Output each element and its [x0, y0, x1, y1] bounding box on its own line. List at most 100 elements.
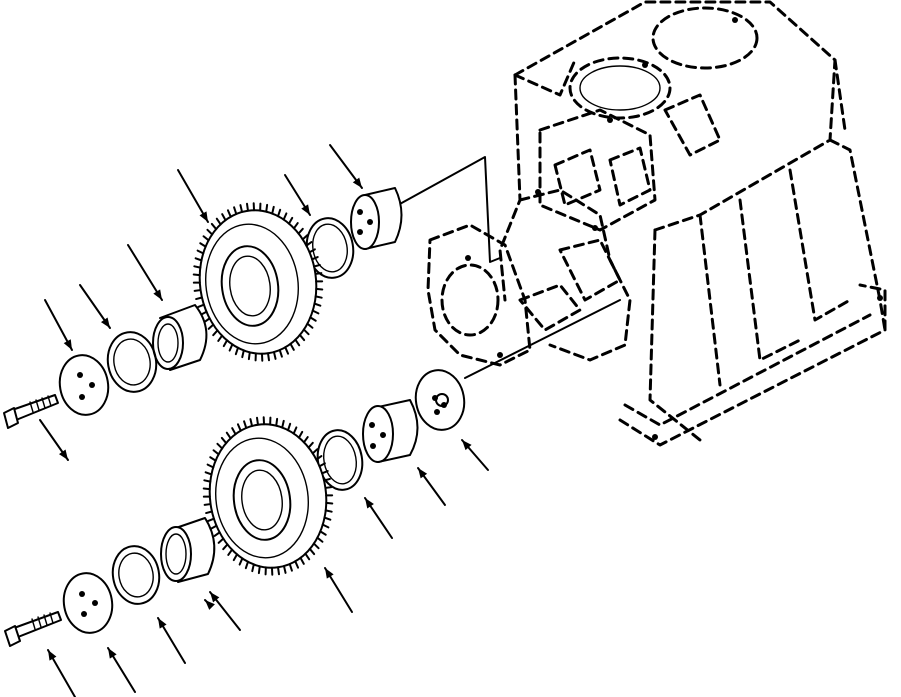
gear-tooth: [202, 487, 211, 491]
gear-tooth: [207, 517, 215, 522]
gear-tooth: [282, 212, 288, 221]
gear-tooth: [307, 441, 314, 449]
upper-bushing: [152, 304, 208, 371]
engine-block: [426, 0, 887, 447]
gear-tooth: [210, 524, 218, 530]
gear-tooth: [297, 227, 304, 235]
gear-tooth: [321, 523, 330, 529]
gear-tooth: [308, 248, 316, 254]
gear-tooth: [215, 217, 222, 226]
lower-idler-shaft: [362, 399, 419, 463]
gear-tooth: [287, 422, 292, 432]
upper-idler-shaft: [350, 187, 403, 250]
gear-tooth: [207, 323, 215, 330]
gear-tooth: [196, 249, 205, 255]
gear-tooth: [204, 471, 213, 476]
callout-arrowhead: [301, 204, 310, 215]
gear-tooth: [315, 455, 323, 461]
gear-tooth: [236, 423, 242, 432]
gear-tooth: [265, 203, 269, 213]
gear-tooth: [324, 486, 333, 489]
gear-tooth: [309, 316, 317, 322]
callout-arrowhead: [205, 600, 215, 610]
gear-tooth: [205, 510, 213, 515]
gear-tooth: [249, 418, 254, 427]
gear-tooth: [313, 302, 322, 307]
gear-tooth: [302, 436, 309, 444]
callout-arrowhead: [418, 468, 428, 479]
gear-tooth: [289, 342, 295, 351]
gear-tooth: [281, 419, 285, 429]
gear-tooth: [213, 531, 221, 537]
gear-tooth: [194, 257, 203, 262]
gear-tooth: [195, 296, 203, 301]
gear-tooth: [282, 565, 287, 574]
gear-tooth: [314, 295, 323, 299]
gear-tooth: [292, 426, 298, 435]
gear-tooth: [239, 204, 244, 213]
gear-tooth: [302, 328, 310, 336]
gear-tooth: [294, 338, 301, 347]
callout-arrowhead: [462, 440, 472, 451]
callout-arrowhead: [48, 650, 57, 661]
gear-tooth: [318, 462, 326, 468]
gear-tooth: [287, 216, 294, 225]
upper-thrust-washer: [106, 331, 158, 393]
gear-teeth-upper: [192, 202, 324, 362]
gear-tooth: [278, 349, 283, 358]
gear-tooth: [313, 263, 321, 268]
gear-tooth: [246, 202, 249, 212]
gear-tooth: [299, 556, 305, 565]
gear-tooth: [275, 417, 279, 427]
gear-tooth: [297, 430, 304, 439]
gear-tooth: [271, 205, 275, 215]
lower-idler-bolt: [4, 611, 62, 647]
gear-tooth: [251, 563, 255, 573]
lower-idler-gear: [202, 416, 334, 576]
callout-arrow-line: [127, 244, 163, 301]
gear-tooth: [206, 228, 214, 236]
gear-tooth: [272, 351, 277, 360]
callout-arrowhead: [365, 498, 374, 509]
gear-tooth: [193, 289, 202, 292]
gear-tooth: [206, 463, 215, 469]
gear-tooth: [210, 222, 218, 231]
gear-tooth: [325, 501, 334, 505]
lower-shaft-plate: [414, 369, 466, 431]
lower-bushing: [160, 517, 216, 583]
callout-arrowhead: [199, 211, 208, 222]
gear-tooth: [238, 557, 244, 566]
gear-tooth: [323, 477, 331, 482]
gear-teeth-lower: [202, 416, 334, 576]
lower-thrust-plate: [62, 572, 114, 634]
gear-tooth: [220, 436, 228, 445]
gear-tooth: [212, 329, 219, 337]
callout-arrowhead: [158, 618, 167, 629]
gear-tooth: [256, 416, 259, 426]
gear-tooth: [308, 547, 316, 556]
upper-shaft-leader: [397, 156, 501, 263]
gear-tooth: [244, 560, 249, 570]
gear-tooth: [321, 470, 329, 475]
gear-tooth: [221, 213, 227, 222]
lower-thrust-washer: [111, 545, 161, 605]
callout-arrowhead: [325, 568, 334, 579]
gear-tooth: [209, 456, 217, 462]
gear-tooth: [228, 343, 234, 352]
gear-tooth: [222, 339, 229, 348]
gear-tooth: [193, 265, 202, 269]
gear-tooth: [315, 287, 324, 291]
gear-tooth: [324, 509, 333, 513]
gear-tooth: [217, 334, 224, 342]
gear-tooth: [227, 548, 234, 556]
gear-tooth: [319, 530, 327, 536]
callout-arrowhead: [210, 592, 220, 603]
gear-tooth: [323, 516, 332, 521]
gear-tooth: [301, 234, 309, 241]
gear-tooth: [241, 349, 245, 359]
gear-tooth: [202, 235, 210, 242]
upper-idler-gear: [192, 202, 324, 362]
callout-arrows: [39, 144, 489, 697]
callout-arrow-line: [177, 169, 209, 223]
gear-tooth: [288, 563, 293, 572]
